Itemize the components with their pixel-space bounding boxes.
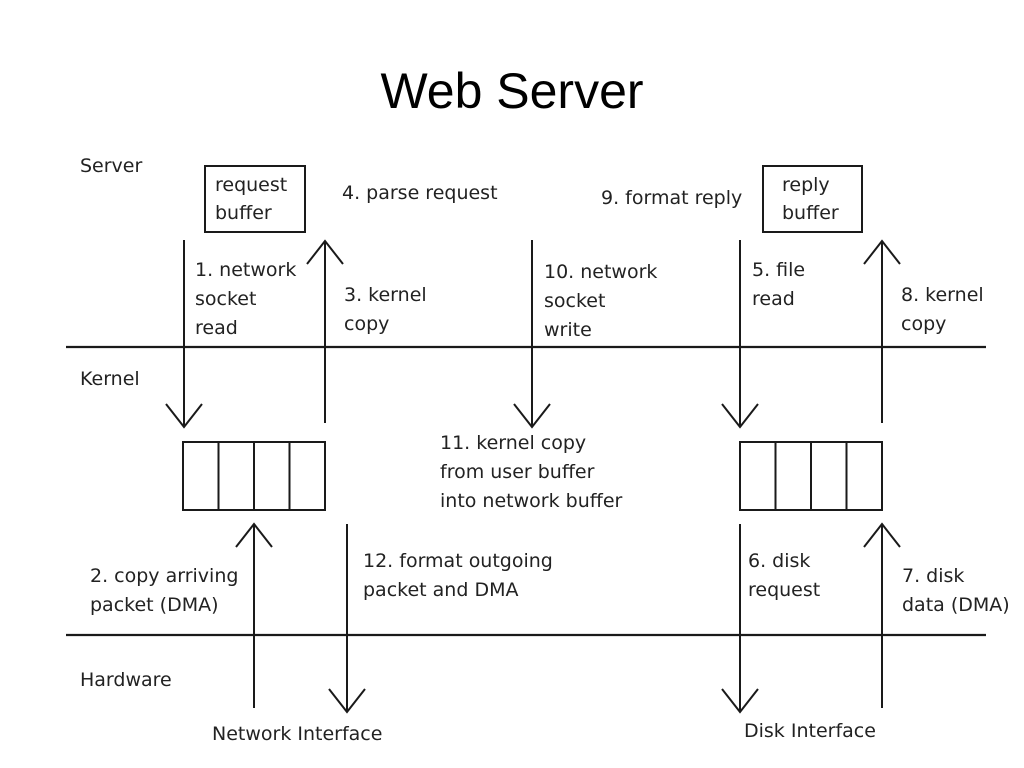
step-1-line3: read — [195, 317, 238, 339]
arrow-file-read — [721, 240, 759, 429]
step-6-line2: request — [748, 579, 820, 601]
arrow-disk-data-dma — [863, 522, 901, 708]
arrow-network-socket-write — [513, 240, 551, 429]
layer-label-server: Server — [80, 155, 142, 177]
step-12-line2: packet and DMA — [363, 579, 518, 601]
network-interface-label: Network Interface — [212, 723, 382, 745]
disk-buffer — [739, 441, 883, 511]
step-3-line1: 3. kernel — [344, 284, 427, 306]
reply-buffer-box — [762, 165, 863, 233]
step-11-line1: 11. kernel copy — [440, 432, 586, 454]
request-buffer-label-line1: request — [215, 174, 287, 196]
arrow-format-outgoing-packet — [328, 524, 366, 714]
layer-label-kernel: Kernel — [80, 368, 140, 390]
arrow-kernel-copy-request — [306, 239, 344, 423]
disk-interface-label: Disk Interface — [744, 720, 876, 742]
step-2-line1: 2. copy arriving — [90, 565, 238, 587]
layer-label-hardware: Hardware — [80, 669, 172, 691]
step-10-line1: 10. network — [544, 261, 657, 283]
step-1-line1: 1. network — [195, 259, 296, 281]
arrow-copy-arriving-packet — [235, 522, 273, 708]
reply-buffer-label-line2: buffer — [782, 202, 839, 224]
arrow-disk-request — [721, 524, 759, 714]
step-2-line2: packet (DMA) — [90, 594, 219, 616]
page-title: Web Server — [380, 63, 644, 119]
step-5-line1: 5. file — [752, 259, 805, 281]
step-9: 9. format reply — [601, 187, 742, 209]
step-4: 4. parse request — [342, 182, 498, 204]
arrow-network-socket-read — [165, 240, 203, 429]
step-8-line1: 8. kernel — [901, 284, 984, 306]
arrow-kernel-copy-reply — [863, 239, 901, 423]
step-1-line2: socket — [195, 288, 256, 310]
step-10-line3: write — [544, 319, 592, 341]
step-12-line1: 12. format outgoing — [363, 550, 553, 572]
step-3-line2: copy — [344, 313, 389, 335]
step-8-line2: copy — [901, 313, 946, 335]
network-buffer — [182, 441, 326, 511]
request-buffer-box — [204, 165, 306, 233]
step-5-line2: read — [752, 288, 795, 310]
reply-buffer-label-line1: reply — [782, 174, 830, 196]
step-10-line2: socket — [544, 290, 605, 312]
request-buffer-label-line2: buffer — [215, 202, 272, 224]
step-6-line1: 6. disk — [748, 550, 810, 572]
step-7-line2: data (DMA) — [902, 594, 1010, 616]
step-11-line2: from user buffer — [440, 461, 595, 483]
step-11-line3: into network buffer — [440, 490, 623, 512]
step-7-line1: 7. disk — [902, 565, 964, 587]
